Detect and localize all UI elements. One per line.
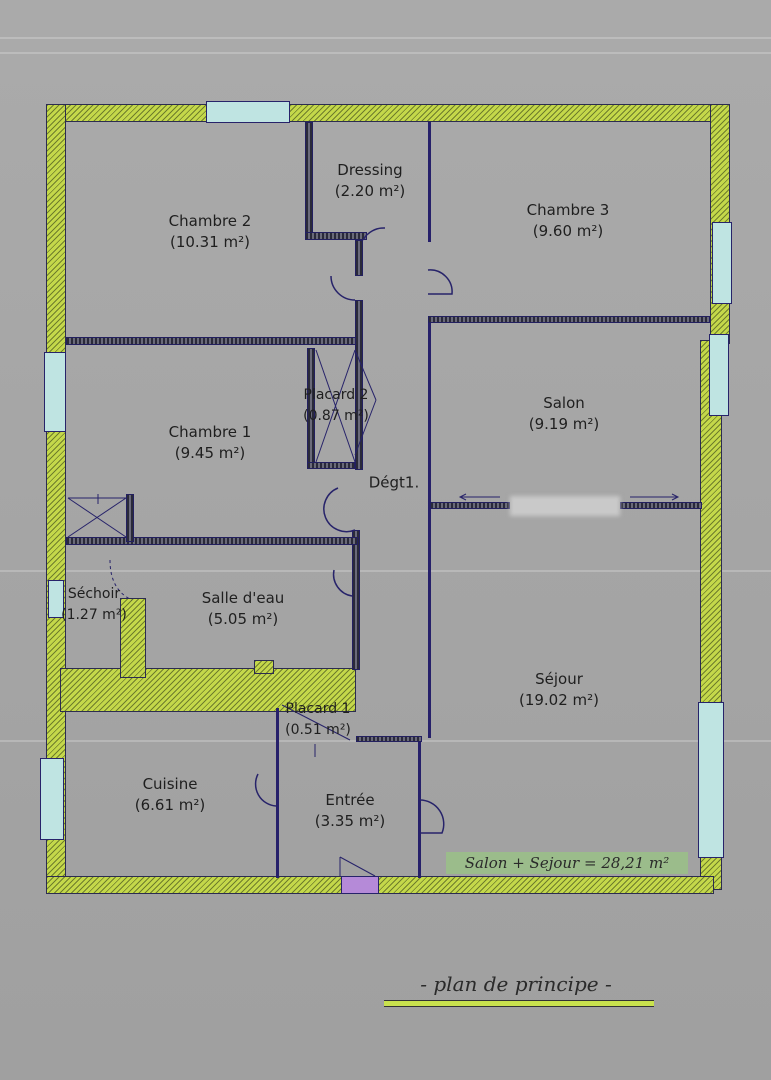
room-chambre1: Chambre 1 (9.45 m²) <box>169 422 252 464</box>
wall-salon-sejour-left <box>430 502 510 509</box>
room-area: (2.20 m²) <box>334 182 406 200</box>
room-area: (6.61 m²) <box>134 796 206 814</box>
wall-cuisine-entree <box>276 708 279 878</box>
room-name: Salon <box>543 394 585 412</box>
scan-line <box>0 37 771 39</box>
wall-corridor-right <box>428 318 431 738</box>
room-name: Chambre 3 <box>526 201 610 219</box>
room-area: (5.05 m²) <box>207 610 279 628</box>
room-area: (9.45 m²) <box>174 444 246 462</box>
room-area: (3.35 m²) <box>314 812 386 830</box>
scan-line <box>0 52 771 54</box>
room-chambre2: Chambre 2 (10.31 m²) <box>169 211 252 253</box>
window-chambre2 <box>206 101 290 123</box>
sechoir-wall <box>120 598 146 678</box>
room-area: (0.87 m²) <box>303 408 369 424</box>
room-salle-eau: Salle d'eau (5.05 m²) <box>202 588 285 630</box>
room-name: Dressing <box>337 161 403 179</box>
room-sejour: Séjour (19.02 m²) <box>519 669 599 711</box>
room-name: Chambre 2 <box>168 212 252 230</box>
wall-cupboard <box>126 494 134 542</box>
window-chambre3 <box>712 222 732 304</box>
wall-placard1-bottom <box>356 736 422 742</box>
window-sejour <box>698 702 724 858</box>
wall-salon-sejour-right <box>620 502 702 509</box>
entry-door <box>341 876 379 894</box>
exterior-wall-bottom <box>46 876 714 894</box>
room-entree: Entrée (3.35 m²) <box>315 790 386 832</box>
scan-line <box>0 570 771 572</box>
wall-notch <box>254 660 274 674</box>
room-name: Chambre 1 <box>168 423 252 441</box>
wall-placard2-bottom <box>307 462 355 469</box>
wall-corridor-left-b <box>355 300 363 470</box>
room-name: Séjour <box>535 670 583 688</box>
room-placard1: Placard 1 (0.51 m²) <box>285 699 351 741</box>
room-placard2: Placard 2 (0.87 m²) <box>303 385 369 427</box>
room-area: (9.60 m²) <box>532 222 604 240</box>
room-name: Séchoir <box>67 586 121 602</box>
room-degt1: Dégt1. <box>369 473 420 494</box>
room-dressing: Dressing (2.20 m²) <box>335 160 406 202</box>
wall-corridor-left-a <box>355 240 363 276</box>
wall-chambre1-salleeau <box>66 537 358 545</box>
room-area: (9.19 m²) <box>528 415 600 433</box>
window-cuisine <box>40 758 64 840</box>
window-salon <box>709 334 729 416</box>
area-total-annotation: Salon + Sejour = 28,21 m² <box>446 852 688 874</box>
wall-chambre3-salon <box>428 316 710 323</box>
room-salon: Salon (9.19 m²) <box>529 393 600 435</box>
room-name: Dégt1. <box>368 473 420 492</box>
window-sechoir <box>48 580 64 618</box>
room-area: (0.51 m²) <box>285 722 351 738</box>
room-cuisine: Cuisine (6.61 m²) <box>135 774 206 816</box>
wall-corridor-left-c <box>352 530 360 670</box>
room-area: (10.31 m²) <box>169 233 251 251</box>
room-chambre3: Chambre 3 (9.60 m²) <box>527 200 610 242</box>
wall-dressing-right <box>428 122 431 242</box>
interior-thick-wall-wet <box>60 668 356 712</box>
room-name: Cuisine <box>142 775 198 793</box>
room-name: Entrée <box>325 791 375 809</box>
room-sechoir: Séchoir (1.27 m²) <box>61 584 127 626</box>
room-name: Salle d'eau <box>201 589 285 607</box>
plan-title-handwritten: - plan de principe - <box>420 972 612 996</box>
room-area: (1.27 m²) <box>61 607 127 623</box>
redacted-opening <box>510 496 620 516</box>
wall-entree-right <box>418 738 421 878</box>
room-name: Placard 1 <box>285 701 351 717</box>
title-underline <box>384 1000 654 1007</box>
room-name: Placard 2 <box>303 387 369 403</box>
window-chambre1 <box>44 352 66 432</box>
room-area: (19.02 m²) <box>518 691 600 709</box>
